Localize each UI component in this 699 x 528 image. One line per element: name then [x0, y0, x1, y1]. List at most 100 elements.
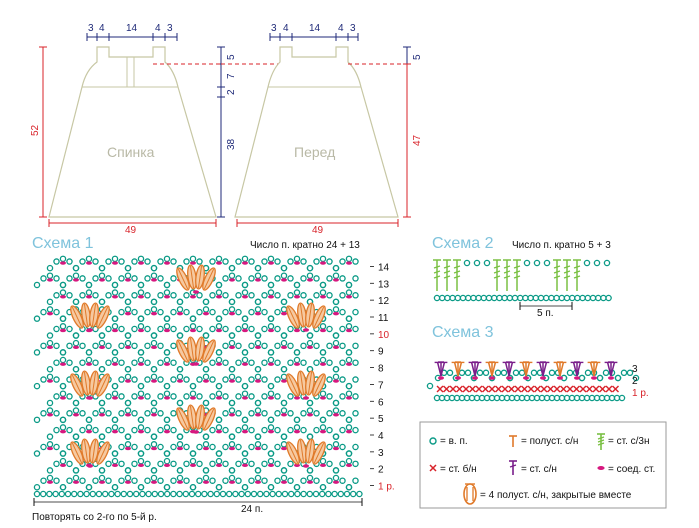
chain-stitch-icon — [352, 393, 359, 400]
chain-stitch-icon — [332, 264, 340, 272]
slip-stitch-icon — [60, 328, 66, 333]
chain-stitch-icon — [222, 393, 229, 400]
slip-stitch-icon — [164, 295, 170, 299]
scheme-1-row-number: 3 — [378, 448, 384, 459]
chain-stitch-icon — [137, 315, 145, 322]
chain-stitch-icon — [566, 369, 574, 377]
chain-stitch-icon — [473, 259, 481, 267]
chain-stitch-icon — [215, 424, 223, 431]
slip-stitch-icon — [151, 446, 157, 451]
single-crochet-icon — [547, 385, 554, 393]
chain-stitch-icon — [241, 416, 249, 424]
chain-stitch-icon — [111, 289, 119, 296]
legend: = в. п. = полуст. с/н = ст. с/3н = ст. б… — [419, 421, 667, 509]
chain-stitch-icon — [118, 410, 125, 417]
chain-stitch-icon — [261, 376, 268, 383]
chain-stitch-icon — [46, 474, 54, 482]
chain-stitch-icon — [118, 359, 125, 366]
chain-stitch-icon — [241, 390, 249, 397]
chain-stitch-icon — [46, 399, 54, 407]
chain-stitch-icon — [157, 376, 164, 383]
chain-stitch-icon — [463, 259, 471, 267]
chain-stitch-icon — [144, 410, 151, 417]
chain-stitch-icon — [313, 275, 320, 282]
slip-stitch-icon — [523, 376, 529, 380]
chain-stitch-icon — [232, 490, 239, 498]
chain-stitch-icon — [280, 399, 288, 407]
slip-stitch-icon — [138, 429, 144, 434]
chain-stitch-icon — [614, 374, 622, 382]
chain-stitch-icon — [163, 289, 171, 296]
slip-stitch-icon — [557, 376, 563, 380]
chain-stitch-icon — [248, 410, 255, 417]
slip-stitch-icon — [138, 328, 144, 333]
chain-stitch-icon — [267, 323, 275, 330]
chain-stitch-icon — [59, 416, 67, 424]
chain-stitch-icon — [244, 490, 252, 498]
chain-stitch-icon — [111, 424, 119, 431]
chain-stitch-icon — [170, 275, 177, 282]
chain-stitch-icon — [319, 289, 327, 296]
chain-stitch-icon — [202, 366, 210, 373]
chain-stitch-icon — [280, 306, 288, 313]
chain-stitch-icon — [79, 258, 86, 265]
chain-stitch-icon — [85, 349, 93, 356]
chain-stitch-icon — [92, 342, 99, 350]
chain-stitch-icon — [267, 349, 275, 356]
chain-stitch-icon — [144, 292, 151, 299]
chain-stitch-icon — [53, 275, 60, 282]
chain-stitch-icon — [293, 484, 301, 491]
chain-stitch-icon — [345, 457, 353, 465]
slip-stitch-icon — [216, 362, 222, 366]
slip-stitch-icon — [125, 311, 131, 316]
chain-stitch-icon — [170, 376, 177, 383]
slip-stitch-icon — [47, 413, 53, 417]
chain-stitch-icon — [235, 460, 242, 468]
treble-3-yarnover-icon — [433, 259, 441, 291]
chain-stitch-icon — [98, 407, 106, 414]
chain-stitch-icon — [261, 359, 268, 366]
slip-stitch-icon — [242, 328, 248, 333]
chain-stitch-icon — [157, 342, 164, 350]
slip-stitch-icon — [472, 376, 478, 380]
chain-stitch-icon — [225, 490, 233, 498]
slip-stitch-icon — [216, 396, 222, 400]
single-crochet-icon — [436, 385, 444, 393]
chain-stitch-icon — [352, 443, 359, 451]
chain-stitch-icon — [53, 426, 60, 434]
slip-stitch-icon — [294, 328, 300, 333]
slip-stitch-icon — [73, 278, 79, 282]
chain-stitch-icon — [332, 332, 340, 339]
chain-stitch-icon — [46, 264, 54, 272]
chain-stitch-icon — [105, 410, 112, 417]
chain-stitch-icon — [332, 373, 340, 381]
chain-stitch-icon — [111, 382, 119, 390]
slip-stitch-icon — [151, 345, 157, 350]
single-crochet-icon — [527, 385, 535, 393]
slip-stitch-icon — [303, 328, 309, 332]
chain-stitch-icon — [332, 467, 340, 474]
slip-stitch-icon — [268, 261, 274, 265]
chain-stitch-icon — [137, 457, 145, 465]
puff-stitch-icon — [96, 441, 110, 465]
chain-stitch-icon — [77, 490, 84, 498]
chain-stitch-icon — [196, 292, 203, 299]
chain-stitch-icon — [163, 450, 171, 457]
scheme-3: Схема 3 3 2 1 р. — [426, 324, 649, 402]
slip-stitch-icon — [268, 463, 274, 468]
treble-3-yarnover-icon — [443, 259, 451, 291]
chain-stitch-icon — [157, 426, 164, 434]
chain-stitch-icon — [157, 490, 165, 498]
chain-stitch-icon — [480, 294, 488, 302]
slip-stitch-icon — [164, 396, 170, 400]
chain-stitch-icon — [111, 450, 119, 457]
chain-stitch-icon — [33, 382, 41, 390]
front-top-dim: 4 — [283, 23, 289, 34]
chain-stitch-icon — [228, 272, 236, 279]
chain-stitch-icon — [339, 460, 346, 468]
chain-stitch-icon — [196, 325, 203, 333]
slip-stitch-icon — [190, 295, 196, 299]
chain-stitch-icon — [215, 281, 223, 289]
chain-stitch-icon — [326, 308, 333, 316]
slip-stitch-icon — [346, 328, 352, 333]
